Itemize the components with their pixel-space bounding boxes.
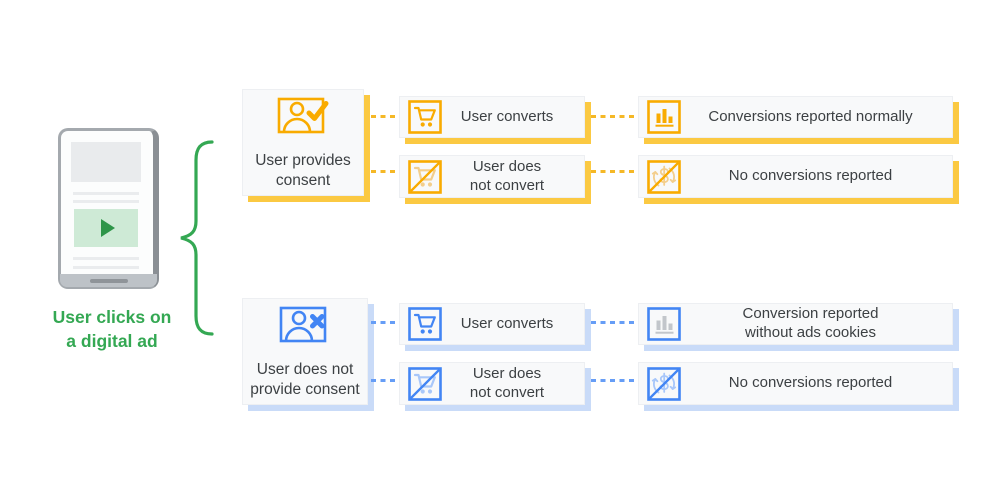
phone-caption-line2: a digital ad xyxy=(66,330,158,351)
connector-dotted-line xyxy=(591,321,636,324)
user-converts-label: User converts xyxy=(460,107,554,125)
phone-text-line xyxy=(73,200,139,203)
phone-ad-block xyxy=(71,142,141,182)
unconsented-user-not-convert-box: User does not convert xyxy=(399,362,585,405)
user-provides-consent-box: User provides consent xyxy=(242,89,364,196)
play-icon xyxy=(100,219,115,237)
no-conversions-reported-box-bottom: No conversions reported xyxy=(638,362,953,405)
phone-home-bar xyxy=(89,278,128,283)
connector-dotted-line xyxy=(371,170,396,173)
bar-chart-icon xyxy=(647,100,681,134)
connector-dotted-line xyxy=(371,321,396,324)
video-ad-thumbnail xyxy=(74,209,138,247)
unconsented-user-converts-box: User converts xyxy=(399,303,585,345)
no-conversions-reported-label-bottom: No conversions reported xyxy=(728,374,893,392)
cart-crossed-icon-blue xyxy=(408,366,442,401)
consent-box-label: User provides consent xyxy=(255,151,351,190)
connector-dotted-line xyxy=(371,115,396,118)
no-consent-box-label: User does not provide consent xyxy=(250,360,360,399)
user-not-convert-label-blue: User does not convert xyxy=(469,364,545,401)
conversions-reported-normally-label: Conversions reported normally xyxy=(708,107,913,125)
conversions-reported-normally-box: Conversions reported normally xyxy=(638,96,953,138)
curly-brace xyxy=(180,140,214,336)
cart-crossed-icon xyxy=(408,159,442,194)
phone-text-line xyxy=(73,192,139,195)
bar-chart-gray-icon xyxy=(647,307,681,341)
connector-dotted-line xyxy=(371,379,396,382)
connector-dotted-line xyxy=(591,379,636,382)
cart-icon-blue xyxy=(408,307,442,341)
connector-dotted-line xyxy=(591,115,636,118)
no-conversions-reported-label-top: No conversions reported xyxy=(728,167,893,185)
conversion-without-cookies-label: Conversion reported without ads cookies xyxy=(742,305,879,341)
connector-dotted-line xyxy=(591,170,636,173)
phone-caption-line1: User clicks on xyxy=(52,307,172,327)
phone-text-line xyxy=(73,266,139,269)
conversion-without-cookies-box: Conversion reported without ads cookies xyxy=(638,303,953,345)
user-not-provide-consent-box: User does not provide consent xyxy=(242,298,368,405)
phone-text-line xyxy=(73,257,139,260)
phone-chin xyxy=(60,274,157,287)
user-converts-label-blue: User converts xyxy=(460,314,554,332)
cart-icon xyxy=(408,100,442,134)
user-not-convert-label: User does not convert xyxy=(469,157,545,194)
phone-illustration xyxy=(58,128,159,289)
no-conversions-reported-box-top: No conversions reported xyxy=(638,155,953,198)
no-conversion-icon-blue xyxy=(647,366,681,401)
person-x-icon xyxy=(278,303,332,351)
person-check-icon xyxy=(276,94,330,142)
consented-user-not-convert-box: User does not convert xyxy=(399,155,585,198)
no-conversion-icon xyxy=(647,159,681,194)
phone-caption: User clicks on a digital ad xyxy=(28,306,196,353)
consented-user-converts-box: User converts xyxy=(399,96,585,138)
